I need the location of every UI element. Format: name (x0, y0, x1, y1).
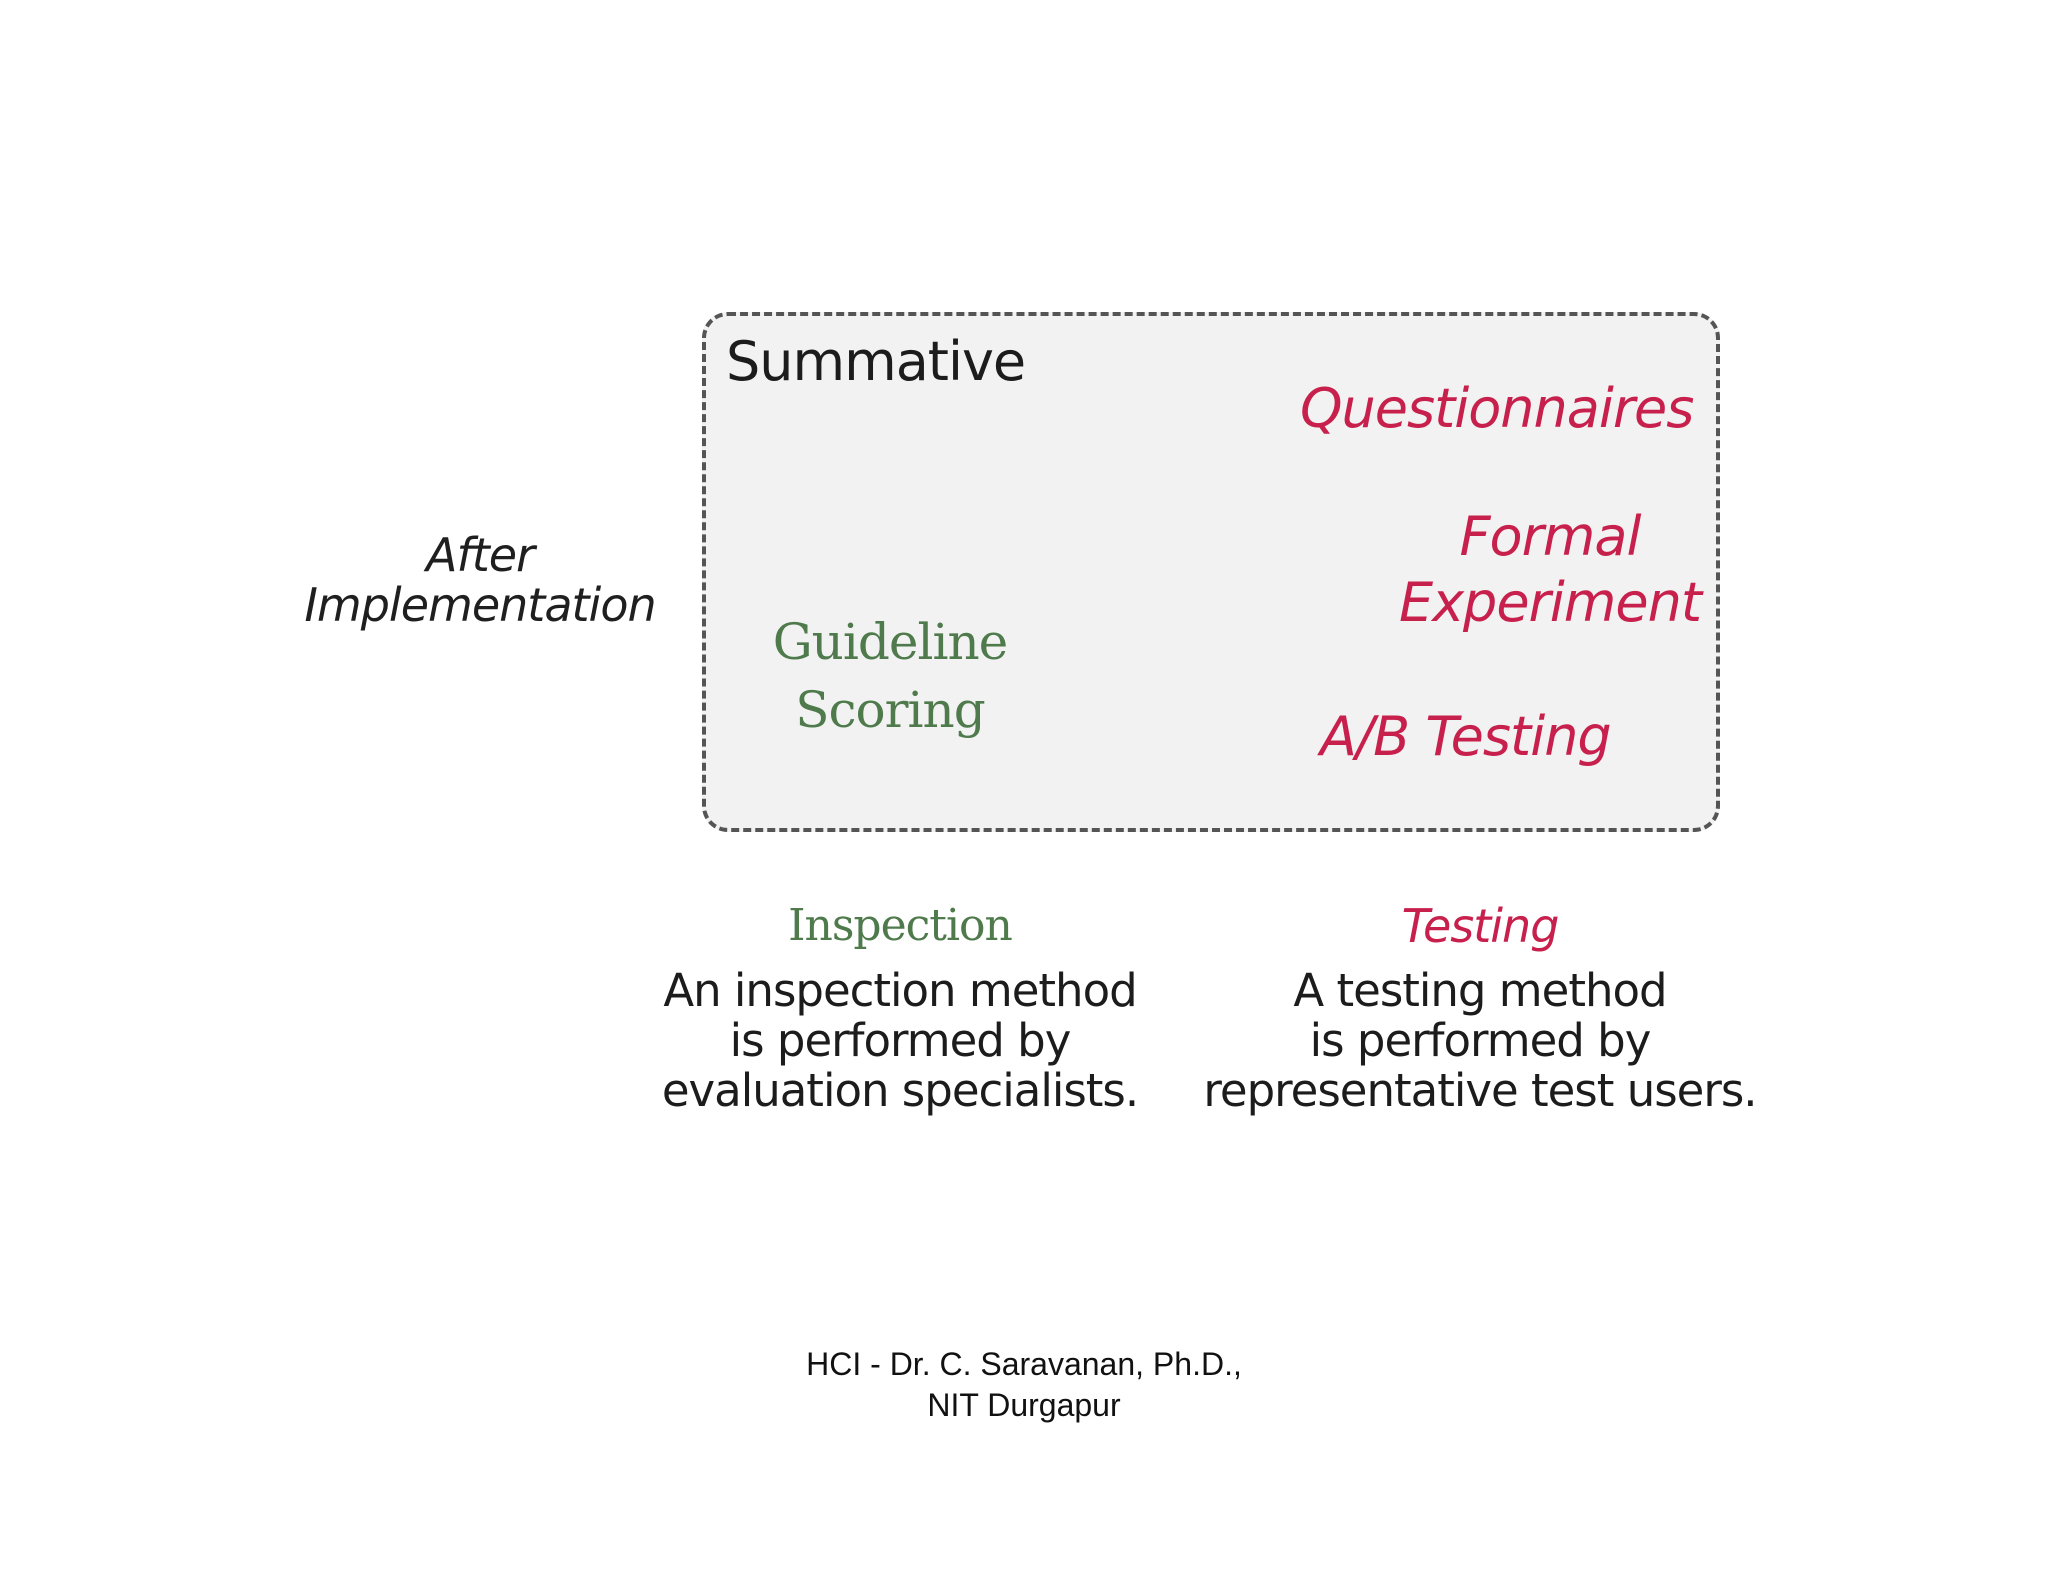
summative-box (702, 312, 1720, 832)
method-line: Scoring (795, 681, 985, 739)
method-questionnaires: Questionnaires (1300, 377, 1694, 440)
summative-title: Summative (726, 330, 1026, 393)
description-line: A testing method (1293, 964, 1667, 1017)
method-formal-experiment: Formal Experiment (1380, 504, 1720, 636)
testing-heading: Testing (1401, 899, 1560, 953)
testing-description: A testing method is performed by represe… (1180, 966, 1780, 1116)
footer-line: NIT Durgapur (927, 1387, 1121, 1423)
method-line: Guideline (772, 613, 1009, 671)
inspection-column: Inspection An inspection method is perfo… (640, 898, 1160, 1116)
description-line: An inspection method (663, 964, 1137, 1017)
description-line: is performed by (729, 1014, 1072, 1067)
method-guideline-scoring: Guideline Scoring (760, 608, 1020, 744)
footer-line: HCI - Dr. C. Saravanan, Ph.D., (806, 1346, 1242, 1382)
method-line: Formal (1459, 505, 1642, 568)
row-label-after-implementation: After Implementation (300, 530, 660, 630)
footer-credit: HCI - Dr. C. Saravanan, Ph.D., NIT Durga… (724, 1344, 1324, 1426)
inspection-heading: Inspection (788, 900, 1013, 951)
description-line: representative test users. (1203, 1064, 1757, 1117)
row-label-line: After (426, 528, 535, 582)
method-ab-testing: A/B Testing (1320, 705, 1612, 768)
description-line: is performed by (1309, 1014, 1652, 1067)
inspection-description: An inspection method is performed by eva… (640, 966, 1160, 1116)
description-line: evaluation specialists. (661, 1064, 1139, 1117)
row-label-line: Implementation (304, 578, 656, 632)
method-line: Experiment (1398, 571, 1702, 634)
testing-column: Testing A testing method is performed by… (1180, 898, 1780, 1116)
